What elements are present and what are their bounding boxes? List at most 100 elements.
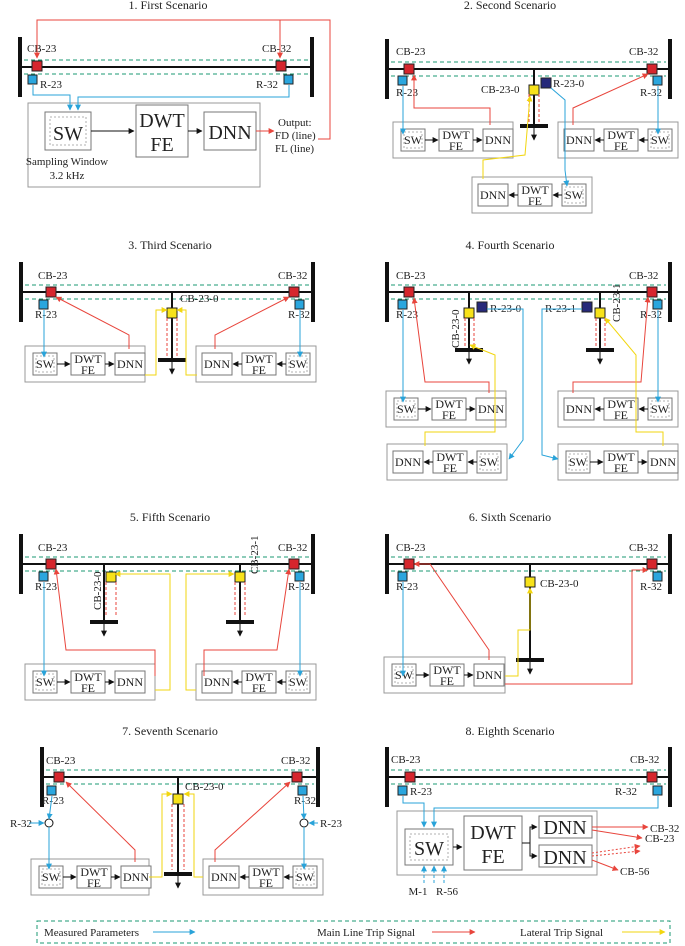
cb23-label: CB-23 — [396, 542, 426, 554]
sw-inner — [49, 116, 87, 146]
dnn-label: DNN — [208, 122, 251, 144]
measured-signal-r23 — [32, 85, 73, 111]
dnn-label: DNN — [476, 668, 502, 682]
r23-label: R-23 — [42, 795, 65, 807]
cb32-label: CB-32 — [630, 754, 659, 766]
dwt-label: DWT — [80, 865, 108, 879]
cb230-label: CB-23-0 — [180, 293, 219, 305]
r23-sensor — [397, 75, 408, 86]
sw-label: SW — [480, 455, 499, 469]
out-cb23-label: CB-23 — [645, 833, 675, 845]
fe-label: FE — [449, 139, 463, 153]
r230-relay — [540, 77, 552, 89]
r23-label: R-23 — [40, 79, 63, 91]
dnn-block — [477, 183, 509, 207]
trip-cb32 — [572, 73, 649, 125]
fe-label: FE — [81, 681, 95, 695]
cb32-label: CB-32 — [281, 755, 310, 767]
cb230-breaker — [166, 307, 178, 319]
trip-dotted — [591, 848, 641, 857]
legend-lateral-label: Lateral Trip Signal — [520, 927, 603, 939]
summing-junction-left — [44, 818, 54, 828]
dnn-block — [201, 352, 233, 376]
out-cb56-label: CB-56 — [620, 866, 650, 878]
dwt-label: DWT — [607, 397, 635, 411]
dnn-label: DNN — [395, 455, 421, 469]
output-label: Output: — [278, 117, 312, 129]
measured-r23 — [402, 796, 427, 828]
r23-label: R-23 — [396, 581, 419, 593]
trip-cb32 — [505, 567, 649, 685]
lateral-trip — [482, 95, 533, 179]
dwt-block-big — [135, 104, 189, 158]
dnn-label: DNN — [478, 402, 504, 416]
cb32-breaker — [291, 771, 303, 783]
sw-label: SW — [395, 668, 414, 682]
lateral-trip-0 — [114, 571, 171, 691]
cb23-breaker — [53, 771, 65, 783]
r230-label: R-23-0 — [553, 78, 585, 90]
sw-block-big — [44, 111, 92, 151]
fe-label: FE — [150, 134, 173, 156]
lateral-trip-right — [183, 791, 203, 878]
measured-signal-r32 — [75, 85, 290, 111]
lateral-trip-left — [145, 307, 168, 376]
measured-r32 — [431, 796, 659, 828]
r23-sensor — [397, 785, 408, 796]
dnn-block — [208, 865, 240, 889]
dwt-label: DWT — [433, 663, 461, 677]
legend-measured-label: Measured Parameters — [44, 927, 139, 939]
fe-label: FE — [252, 363, 266, 377]
r23-sensor — [46, 785, 57, 796]
sw-inner — [568, 453, 588, 471]
r32-label: R-32 — [640, 87, 662, 99]
sampling-rate-label: 3.2 kHz — [50, 170, 85, 182]
title-scenario-2: 2. Second Scenario — [464, 0, 556, 12]
title-scenario-7: 7. Seventh Scenario — [122, 724, 218, 738]
dnn-label: DNN — [204, 357, 230, 371]
trip-cb23 — [591, 829, 643, 841]
trip-cb23 — [411, 297, 490, 393]
measured-r230 — [487, 308, 524, 460]
cb32-label: CB-32 — [278, 542, 307, 554]
fe-label: FE — [442, 408, 456, 422]
cb230-breaker — [172, 793, 184, 805]
sw-label: SW — [565, 188, 584, 202]
dnn-label: DNN — [211, 870, 237, 884]
r32-sensor — [652, 785, 663, 796]
cb23-breaker — [403, 558, 415, 570]
sw-label: SW — [36, 675, 55, 689]
r32-label: R-32 — [294, 795, 316, 807]
fe-label: FE — [481, 846, 504, 868]
sw-label: SW — [289, 675, 308, 689]
trip-dotted — [591, 843, 641, 854]
cb231-breaker — [234, 571, 246, 583]
measured-r230 — [550, 87, 570, 187]
dnn-block — [201, 670, 233, 694]
cb23-breaker — [45, 558, 57, 570]
fe-label: FE — [614, 408, 628, 422]
r32-remote-label: R-32 — [10, 818, 32, 830]
cb230-breaker — [528, 84, 540, 96]
trip-cb32 — [214, 296, 290, 349]
summing-junction-right — [299, 818, 309, 828]
sw-label: SW — [404, 133, 423, 147]
cb32-breaker — [288, 558, 300, 570]
fe-label: FE — [440, 674, 454, 688]
dwt-label: DWT — [607, 450, 635, 464]
cb32-label: CB-32 — [278, 270, 307, 282]
title-scenario-1: 1. First Scenario — [129, 0, 208, 12]
cb32-label: CB-32 — [262, 43, 291, 55]
dnn-block — [475, 397, 507, 421]
sw-inner — [394, 666, 414, 684]
measured-r231 — [541, 308, 582, 461]
dwt-label: DWT — [521, 183, 549, 197]
fe-label: FE — [528, 194, 542, 208]
cb230-label: CB-23-0 — [92, 571, 104, 610]
r231-relay — [581, 301, 593, 313]
r23-sensor — [397, 299, 408, 310]
cb230-label: CB-23-0 — [540, 578, 579, 590]
measured-r32 — [300, 795, 307, 820]
fe-label: FE — [614, 139, 628, 153]
